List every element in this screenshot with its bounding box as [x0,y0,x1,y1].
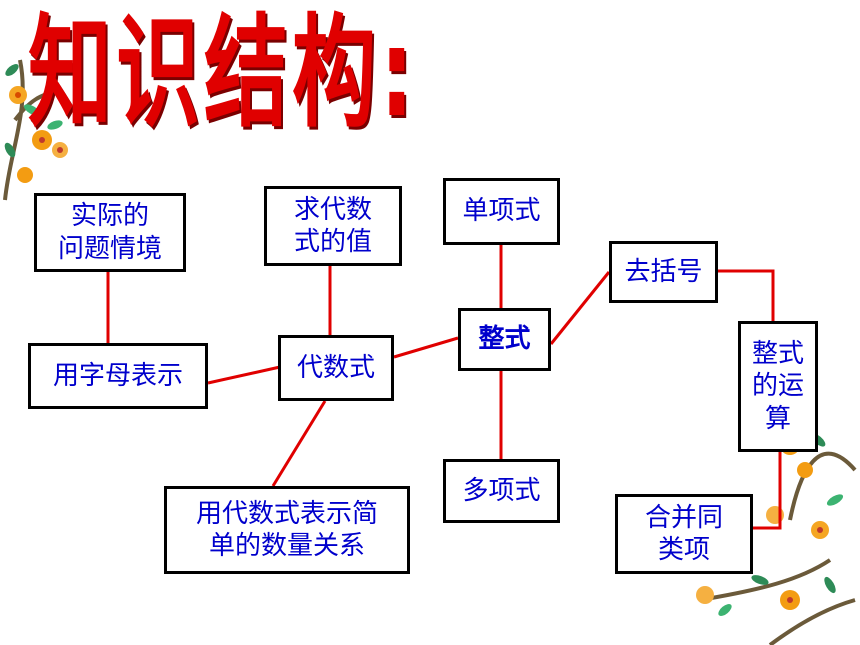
connector-algebraic-integral [393,336,459,359]
connector-operations-like-terms [753,452,782,530]
connector-integral-brackets [549,271,611,345]
flower-branch-top-left-icon [3,59,68,201]
node-integral-expression: 整式 [458,308,551,371]
node-problem-situation: 实际的 问题情境 [34,193,186,272]
connector-algebraic-quantity [271,400,327,487]
node-evaluate-expression: 求代数 式的值 [264,186,402,266]
node-remove-brackets: 去括号 [609,241,718,303]
node-combine-like-terms: 合并同 类项 [615,494,753,574]
node-represent-with-letters: 用字母表示 [28,343,208,409]
page-title: 知识结构: [28,1,418,144]
connector-brackets-operations [718,269,775,321]
node-expression-operations: 整式 的运 算 [738,321,818,452]
node-monomial: 单项式 [443,178,560,245]
node-quantity-relations: 用代数式表示简 单的数量关系 [164,486,410,574]
node-algebraic-expression: 代数式 [278,335,394,401]
connector-letters-algebraic [207,365,281,385]
node-polynomial: 多项式 [443,459,560,523]
